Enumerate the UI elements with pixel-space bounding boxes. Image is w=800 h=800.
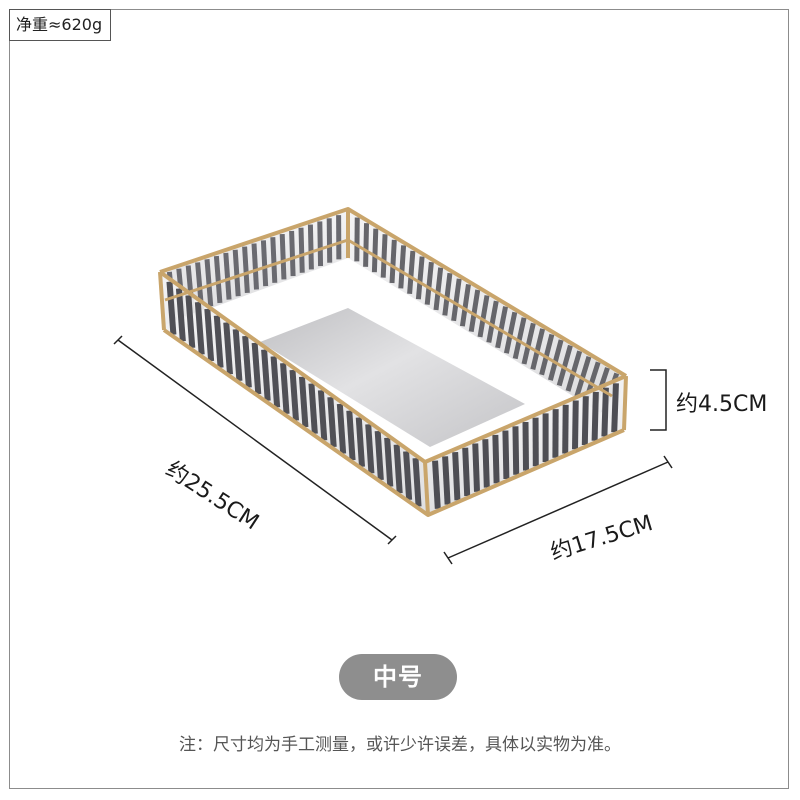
- glass-rib: [232, 329, 243, 382]
- glass-rib: [355, 417, 365, 467]
- glass-rib: [556, 344, 573, 387]
- glass-rib: [175, 288, 186, 342]
- glass-rib: [521, 322, 536, 365]
- glass-rib: [424, 261, 434, 305]
- glass-rib: [336, 403, 347, 454]
- back-wall-left: [160, 209, 348, 325]
- glass-rib: [242, 246, 250, 293]
- glass-rib: [380, 234, 388, 278]
- glass-rib: [432, 460, 441, 509]
- glass-rib: [232, 249, 241, 297]
- glass-rib: [574, 356, 592, 398]
- glass-rib: [495, 306, 508, 349]
- glass-rib: [433, 267, 444, 311]
- glass-rib: [204, 308, 215, 362]
- glass-rib: [482, 439, 490, 488]
- glass-rib: [393, 444, 403, 494]
- glass-rib: [412, 458, 422, 507]
- glass-rib: [270, 356, 281, 408]
- glass-rib: [270, 237, 278, 283]
- glass-rib: [492, 434, 500, 484]
- glass-rib: [452, 451, 461, 501]
- glass-rib: [289, 230, 296, 277]
- glass-rib: [374, 430, 384, 481]
- glass-rib: [371, 228, 379, 273]
- glass-rib: [572, 400, 579, 450]
- glass-rib: [280, 363, 290, 415]
- glass-rib: [403, 451, 413, 500]
- tray-product-figure: [113, 207, 673, 565]
- glass-rib: [451, 278, 462, 322]
- dimension-line-height: [650, 369, 667, 431]
- glass-rib: [581, 396, 589, 446]
- glass-rib: [512, 317, 527, 360]
- gold-frame: [158, 207, 628, 517]
- glass-rib: [389, 239, 397, 284]
- glass-rib: [547, 339, 564, 381]
- glass-rib: [251, 342, 262, 395]
- glass-rib: [213, 315, 224, 368]
- glass-rib: [307, 224, 314, 270]
- glass-rib: [185, 295, 196, 349]
- glass-rib: [279, 233, 287, 280]
- glass-rib: [611, 383, 619, 433]
- glass-rib: [298, 227, 305, 273]
- glass-rib: [363, 223, 370, 267]
- glass-rib: [502, 430, 510, 480]
- glass-rib: [261, 349, 271, 401]
- glass-rib: [442, 272, 453, 316]
- glass-rib: [194, 301, 205, 355]
- size-badge: 中号: [339, 654, 457, 700]
- glass-rib: [242, 335, 252, 388]
- weight-tag: 净重≈620g: [9, 9, 112, 41]
- glass-rib: [166, 281, 177, 335]
- glass-rib: [601, 387, 609, 437]
- glass-rib: [213, 255, 223, 304]
- glass-rib: [486, 300, 499, 343]
- glass-rib: [317, 390, 328, 441]
- glass-rib: [251, 243, 259, 290]
- glass-rib: [289, 369, 299, 421]
- glass-rib: [223, 252, 232, 300]
- glass-rib: [591, 391, 599, 441]
- mirror-base: [260, 308, 525, 447]
- glass-rib: [365, 424, 375, 474]
- dimension-height-label: 约4.5CM: [676, 392, 768, 417]
- dimension-line-length: [113, 335, 397, 545]
- glass-rib: [468, 289, 481, 332]
- glass-rib: [398, 245, 407, 289]
- glass-rib: [472, 443, 480, 492]
- glass-rib: [562, 404, 569, 454]
- glass-rib: [260, 240, 269, 287]
- front-wall-right: [425, 376, 626, 515]
- glass-rib: [522, 421, 529, 471]
- measurement-note: 注：尺寸均为手工测量，或许少许误差，具体以实物为准。: [179, 735, 621, 755]
- glass-rib: [462, 447, 471, 497]
- glass-rib: [459, 284, 471, 327]
- glass-rib: [503, 311, 518, 354]
- glass-rib: [530, 328, 546, 370]
- glass-rib: [223, 322, 233, 375]
- glass-rib: [204, 259, 214, 307]
- dimension-line-width: [443, 455, 673, 565]
- front-wall-left: [160, 272, 428, 515]
- glass-rib: [415, 256, 425, 300]
- glass-rib: [442, 456, 451, 505]
- glass-rib: [565, 350, 583, 392]
- glass-rib: [317, 221, 324, 267]
- glass-rib: [346, 410, 356, 461]
- glass-rib: [539, 333, 555, 376]
- glass-rib: [327, 396, 337, 448]
- glass-rib: [384, 437, 394, 487]
- glass-rib: [308, 383, 318, 434]
- glass-rib: [298, 376, 309, 428]
- glass-rib: [326, 218, 333, 263]
- glass-rib: [512, 426, 520, 475]
- glass-rib: [477, 295, 490, 338]
- glass-rib: [407, 250, 416, 294]
